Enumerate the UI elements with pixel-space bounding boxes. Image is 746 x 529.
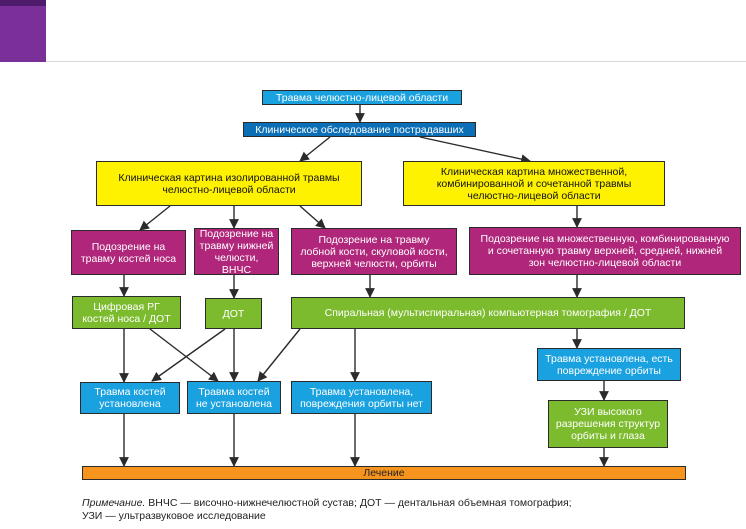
node-multiple-trauma: Клиническая картина множественной, комби… — [403, 161, 665, 206]
accent-bar-top — [0, 0, 46, 6]
footnote: Примечание. ВНЧС — височно-нижнечелюстно… — [82, 497, 722, 523]
node-ultrasound: УЗИ высокого разрешения структур орбиты … — [548, 400, 668, 448]
node-suspect-nose: Подозрение на травму костей носа — [71, 230, 186, 275]
node-trauma: Травма челюстно-лицевой области — [262, 90, 462, 105]
edge-dot-confirmed — [151, 328, 226, 382]
node-suspect-frontal: Подозрение на травму лобной кости, скуло… — [291, 228, 457, 275]
node-treatment: Лечение — [82, 466, 686, 480]
edge-exam-isolated — [299, 136, 331, 162]
footnote-text-1: ВНЧС — височно-нижнечелюстной сустав; ДО… — [145, 497, 572, 509]
node-clinical-exam: Клиническое обследование пострадавших — [243, 122, 476, 137]
footnote-line-2: УЗИ — ультразвуковое исследование — [82, 510, 266, 522]
header-divider — [46, 61, 746, 62]
node-no-orbit-damage: Травма установлена, повреждения орбиты н… — [291, 381, 432, 414]
edge-ct-notconfirmed — [257, 328, 301, 382]
edge-isolated-frontal — [299, 205, 326, 229]
node-isolated-trauma: Клиническая картина изолированной травмы… — [96, 161, 362, 206]
node-suspect-multiple: Подозрение на множественную, комбинирова… — [469, 227, 741, 275]
node-spiral-ct: Спиральная (мультиспиральная) компьютерн… — [291, 297, 685, 329]
node-trauma-not-confirmed: Травма костей не установлена — [187, 381, 281, 414]
node-digital-rg: Цифровая РГ костей носа / ДОТ — [72, 296, 181, 329]
edge-rg-notconfirmed — [149, 328, 219, 382]
node-orbit-damage: Травма установлена, есть повреждение орб… — [537, 348, 681, 381]
node-trauma-confirmed: Травма костей установлена — [80, 382, 180, 414]
edge-exam-multiple — [419, 136, 531, 164]
footnote-line-1: Примечание. ВНЧС — височно-нижнечелюстно… — [82, 497, 722, 510]
footnote-label: Примечание. — [82, 497, 146, 509]
accent-bar — [0, 0, 46, 62]
edge-isolated-nose — [139, 205, 171, 231]
node-dot: ДОТ — [205, 298, 262, 329]
node-suspect-jaw: Подозрение на травму нижней челюсти, ВНЧ… — [194, 228, 279, 276]
